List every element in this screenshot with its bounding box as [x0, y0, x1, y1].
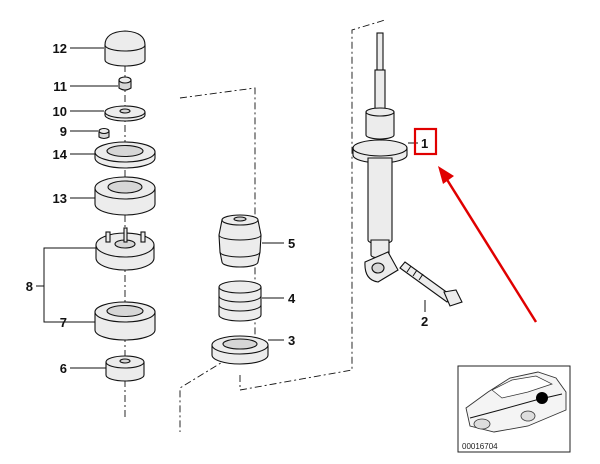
part-13-ring — [94, 176, 156, 216]
part-4-dust-boot — [218, 280, 262, 322]
highlight-box — [413, 127, 438, 156]
car-icon — [465, 371, 567, 433]
label-1: 1 — [421, 136, 428, 151]
part-3-spring-pad — [211, 335, 269, 365]
part-labels: 12 11 10 9 14 13 8 7 6 5 4 3 2 1 — [26, 41, 428, 376]
label-3: 3 — [288, 333, 295, 348]
label-10: 10 — [53, 104, 67, 119]
location-marker-icon — [536, 392, 548, 404]
label-6: 6 — [60, 361, 67, 376]
part-14-ring — [94, 141, 156, 169]
part-10-washer — [104, 105, 146, 122]
label-11: 11 — [53, 79, 67, 94]
label-5: 5 — [288, 236, 295, 251]
highlight-arrow — [444, 177, 538, 323]
part-6-bump-cap — [105, 355, 145, 382]
label-4: 4 — [288, 291, 296, 306]
label-13: 13 — [53, 191, 67, 206]
label-12: 12 — [53, 41, 67, 56]
leader-lines — [36, 47, 426, 369]
label-14: 14 — [53, 147, 68, 162]
label-2: 2 — [421, 314, 428, 329]
inset-code: 00016704 — [462, 442, 498, 451]
part-7-seat — [94, 301, 156, 341]
part-1-shock-absorber — [352, 32, 408, 283]
part-9-nut — [98, 127, 110, 140]
part-2-bolt — [399, 261, 463, 307]
highlight-annotation — [413, 127, 538, 323]
part-12-cap — [104, 30, 146, 67]
part-11-nut — [118, 76, 132, 91]
label-9: 9 — [60, 124, 67, 139]
label-7: 7 — [60, 315, 67, 330]
part-5-bump-stop — [218, 214, 262, 268]
part-8-mount — [95, 227, 155, 271]
label-8: 8 — [26, 279, 33, 294]
arrow-head-icon — [438, 166, 454, 184]
inset-thumbnail: 00016704 — [457, 365, 571, 453]
